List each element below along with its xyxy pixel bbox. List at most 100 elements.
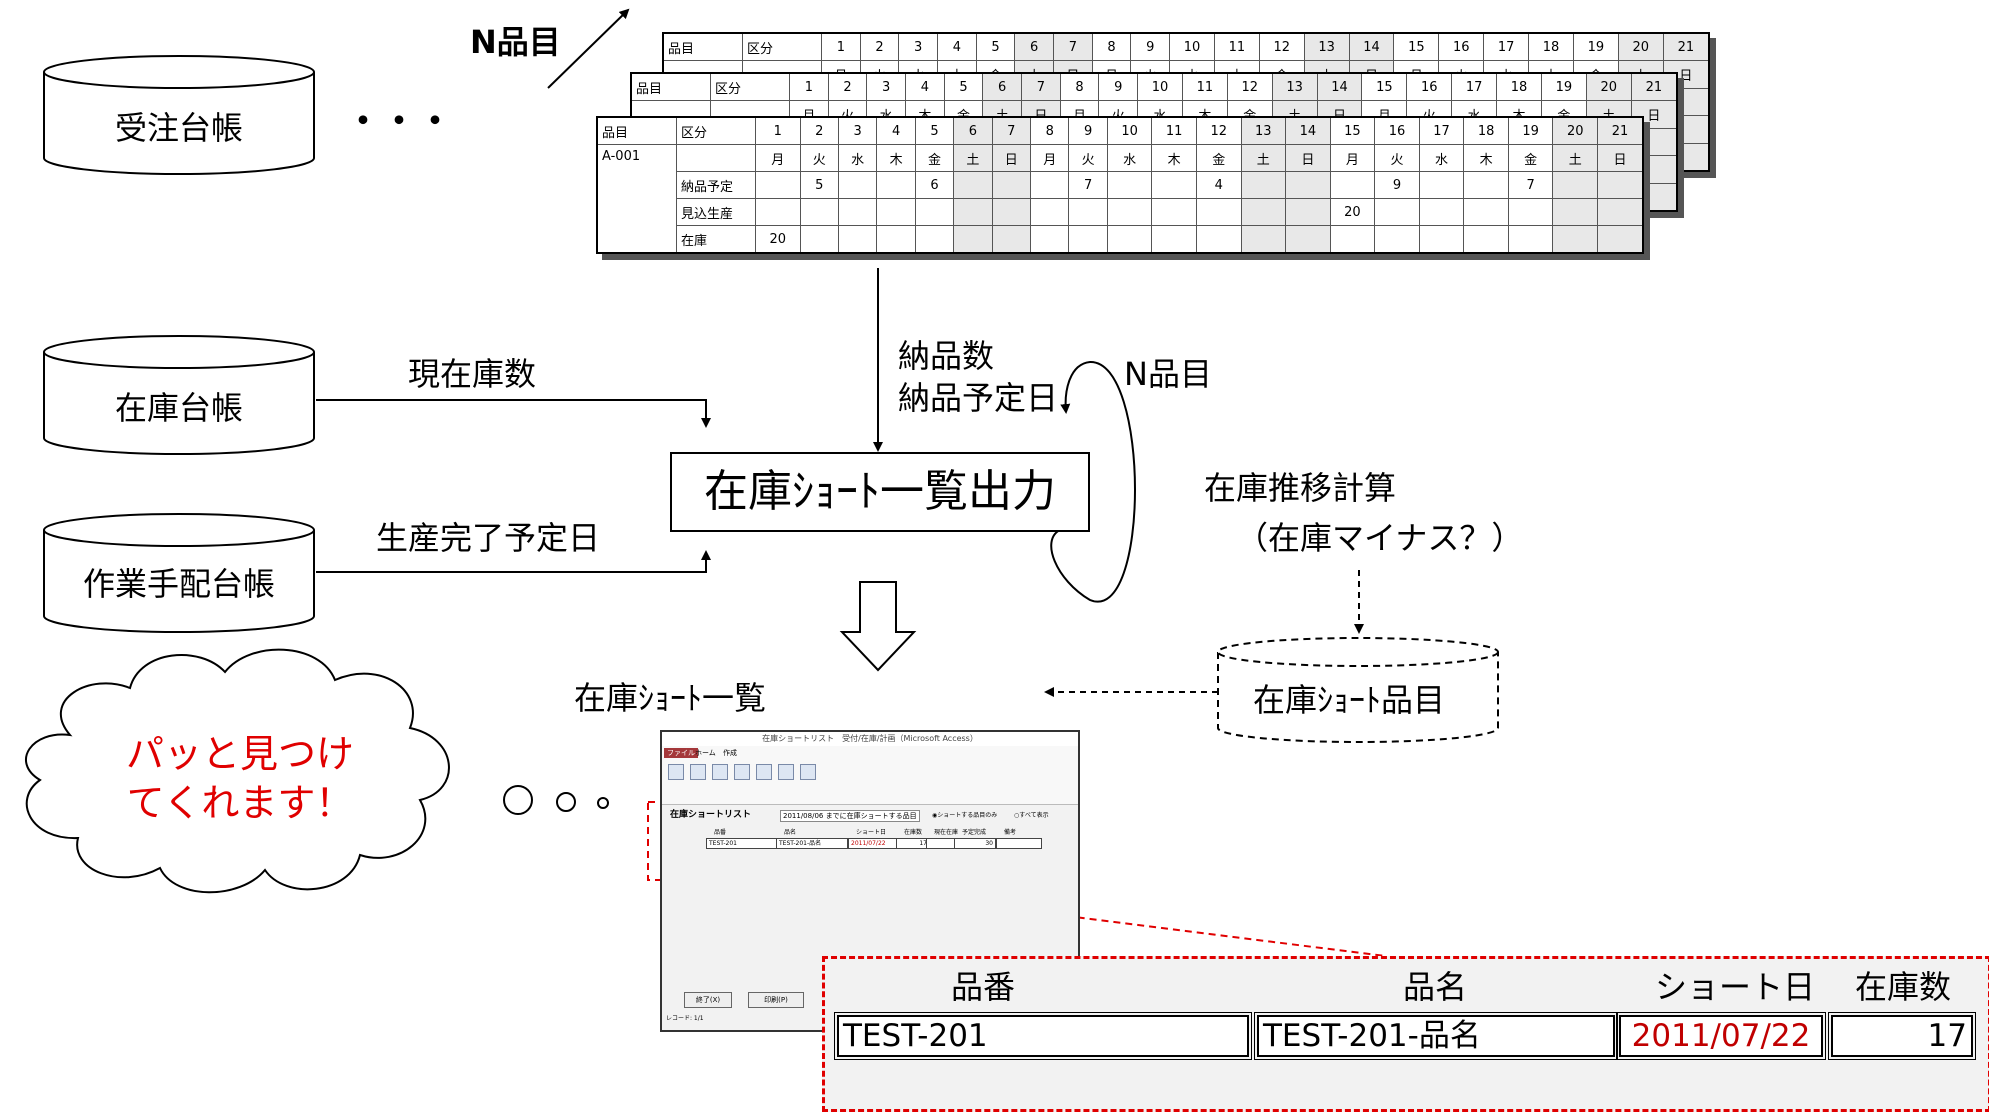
- mini-col-header: 在庫数: [904, 829, 923, 836]
- mini-col-header: 現在在庫: [934, 829, 959, 836]
- grid-cell: [1463, 198, 1509, 226]
- filter-option-short[interactable]: ◉ショートする品目のみ: [932, 812, 998, 819]
- grid-cell: [1463, 171, 1509, 199]
- grid-weekday: 月: [1029, 144, 1070, 172]
- filter-option-all[interactable]: ○すべて表示: [1014, 812, 1049, 819]
- grid-blank: [676, 144, 756, 172]
- grid-day-14: 14: [1285, 116, 1331, 145]
- ribbon-button-3[interactable]: [712, 764, 728, 780]
- grid-col-kubun: 区分: [676, 116, 756, 145]
- label-short-items: 在庫ｼｮｰﾄ品目: [1253, 681, 1446, 719]
- label-delivery-qty: 納品数: [898, 337, 995, 375]
- cloud-line-2: てくれます！: [126, 781, 354, 826]
- grid-cell: [1597, 171, 1644, 199]
- mini-col-header: 予定完成: [962, 829, 987, 836]
- record-navigator[interactable]: レコード: 1/1: [666, 1015, 704, 1022]
- grid-day-8: 8: [1029, 116, 1070, 145]
- grid-day-1: 1: [789, 72, 829, 102]
- grid-weekday: 火: [1068, 144, 1108, 172]
- mini-cell[interactable]: 17: [896, 838, 930, 849]
- grid-day-13: 13: [1303, 32, 1350, 62]
- ribbon-tab-create[interactable]: 作成: [723, 749, 737, 757]
- ribbon-button-6[interactable]: [778, 764, 794, 780]
- grid-day-16: 16: [1438, 32, 1485, 62]
- grid-day-2: 2: [827, 72, 868, 102]
- grid-day-9: 9: [1068, 116, 1108, 145]
- grid-cell: [1507, 198, 1554, 226]
- mini-col-header: 備考: [1004, 829, 1017, 836]
- grid-cell: [755, 171, 801, 199]
- grid-cell: [1552, 171, 1598, 199]
- ribbon-tab-file[interactable]: ファイル: [664, 748, 698, 758]
- ribbon-button-7[interactable]: [800, 764, 816, 780]
- grid-weekday: 金: [1507, 144, 1554, 172]
- form-title: 在庫ショートリスト: [670, 810, 752, 820]
- ribbon-button-4[interactable]: [734, 764, 750, 780]
- mini-cell[interactable]: [996, 838, 1042, 849]
- grid-cell: [876, 171, 916, 199]
- grid-cell: 4: [1195, 171, 1242, 199]
- grid-cell: [1029, 225, 1070, 254]
- grid-day-2: 2: [799, 116, 839, 145]
- print-button[interactable]: 印刷(P): [748, 992, 804, 1008]
- grid-day-14: 14: [1348, 32, 1395, 62]
- label-n-items-top: N品目: [470, 23, 561, 61]
- grid-day-18: 18: [1463, 116, 1509, 145]
- zoom-value-code[interactable]: TEST-201: [834, 1012, 1252, 1060]
- mini-col-header: 品名: [784, 829, 797, 836]
- ribbon-button-5[interactable]: [756, 764, 772, 780]
- mini-cell[interactable]: 30: [954, 838, 996, 849]
- grid-day-9: 9: [1130, 32, 1171, 62]
- grid-weekday: 日: [1285, 144, 1331, 172]
- grid-cell: [1240, 198, 1287, 226]
- grid-cell: [1285, 198, 1331, 226]
- grid-weekday: 火: [799, 144, 839, 172]
- grid-day-20: 20: [1552, 116, 1598, 145]
- grid-day-10: 10: [1169, 32, 1215, 62]
- grid-col-item: 品目: [662, 32, 743, 62]
- grid-day-21: 21: [1662, 32, 1710, 62]
- ribbon-tab-home[interactable]: ホーム: [695, 749, 716, 757]
- zoom-value-name[interactable]: TEST-201-品名: [1254, 1012, 1618, 1060]
- grid-cell: [876, 198, 916, 226]
- cloud-message: パッと見つけ てくれます！: [70, 730, 410, 829]
- grid-weekday: 火: [1374, 144, 1420, 172]
- date-filter[interactable]: 2011/08/06 までに在庫ショートする品目: [780, 810, 920, 822]
- grid-cell: [914, 225, 955, 254]
- process-short-list-output: 在庫ｼｮｰﾄ一覧出力: [670, 452, 1090, 532]
- mini-cell[interactable]: TEST-201: [706, 838, 778, 849]
- ribbon-button-1[interactable]: [668, 764, 684, 780]
- grid-cell: [1151, 225, 1197, 254]
- grid-day-20: 20: [1585, 72, 1632, 102]
- grid-cell: [1068, 198, 1108, 226]
- grid-day-16: 16: [1406, 72, 1453, 102]
- grid-day-1: 1: [821, 32, 861, 62]
- zoom-value-short-date[interactable]: 2011/07/22: [1616, 1012, 1826, 1060]
- mini-cell[interactable]: TEST-201-品名: [776, 838, 848, 849]
- grid-day-19: 19: [1540, 72, 1587, 102]
- grid-col-item: 品目: [630, 72, 711, 102]
- grid-day-6: 6: [953, 116, 993, 145]
- close-button[interactable]: 終了(X): [684, 992, 732, 1008]
- grid-day-12: 12: [1226, 72, 1273, 102]
- grid-col-kubun: 区分: [710, 72, 790, 102]
- zoom-value-stock[interactable]: 17: [1828, 1012, 1976, 1060]
- mini-cell[interactable]: 2011/07/22: [848, 838, 900, 849]
- ribbon-button-2[interactable]: [690, 764, 706, 780]
- zoom-header-stock: 在庫数: [1855, 968, 1952, 1006]
- grid-cell: [1285, 225, 1331, 254]
- thought-cloud-shape: [25, 648, 450, 894]
- grid-weekday: 日: [1597, 144, 1644, 172]
- grid-row-label: 見込生産: [676, 198, 756, 226]
- grid-cell: [1240, 225, 1287, 254]
- grid-cell: [1029, 198, 1070, 226]
- grid-cell: 6: [914, 171, 955, 199]
